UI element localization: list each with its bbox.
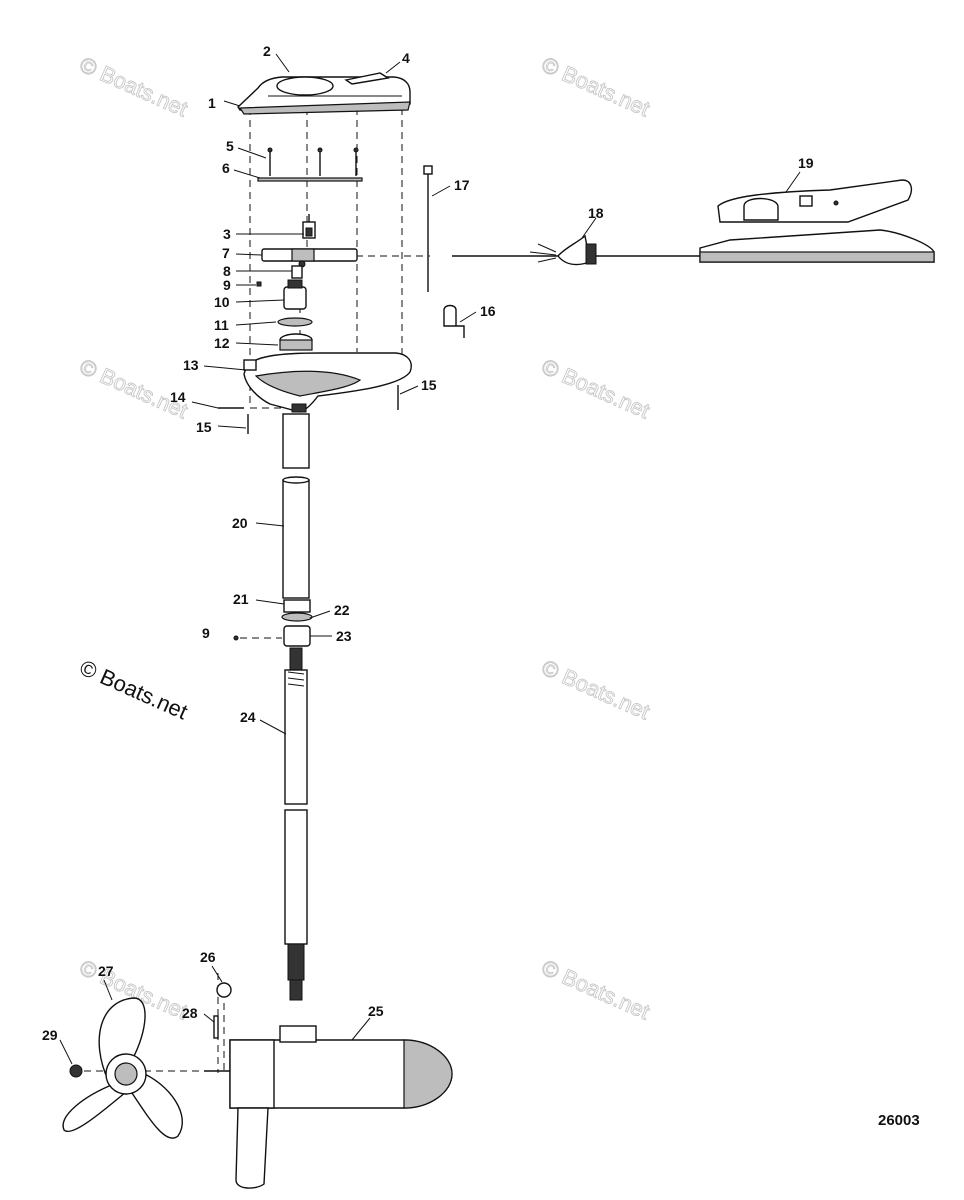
callout-21: 21 [233,591,249,607]
callout-3: 3 [223,226,231,242]
watermark-8: © Boats.net [538,955,653,1025]
callout-8: 8 [223,263,231,279]
callout-6: 6 [222,160,230,176]
assembly-guide-lines [84,108,430,1073]
prop-nut [69,1064,83,1078]
control-bracket [261,248,358,268]
callout-19: 19 [798,155,814,171]
callout-11: 11 [214,317,229,333]
watermark-1: © Boats.net [76,52,191,122]
callout-1: 1 [208,95,216,111]
watermark-2: © Boats.net [538,52,653,122]
steering-collar [283,279,307,310]
motor [204,1025,453,1189]
figure-number: 26003 [878,1112,920,1129]
lower-collar [283,625,311,647]
watermark-4: © Boats.net [538,354,653,424]
callout-10: 10 [214,294,230,310]
callout-15-left: 15 [196,419,212,435]
callout-13: 13 [183,357,199,373]
end-cap [443,304,465,338]
lower-shaft [284,647,308,1001]
cable-tie [423,165,433,292]
callout-28: 28 [182,1005,198,1021]
shaft-collar [283,599,311,613]
drive-pin [213,1015,219,1039]
callout-29: 29 [42,1027,58,1043]
upper-shaft [282,413,310,599]
callout-14: 14 [170,389,186,405]
callout-4: 4 [402,50,410,66]
callout-5: 5 [226,138,234,154]
callout-27: 27 [98,963,114,979]
callout-22: 22 [334,602,350,618]
callout-9-top: 9 [223,277,231,293]
switch [302,214,316,239]
watermark-6: © Boats.net [538,655,653,725]
bushing [291,265,303,279]
wave-washer [277,317,313,327]
thrust-washer [216,982,232,998]
watermark-5: © Boats.net [76,655,191,725]
callout-25: 25 [368,1003,384,1019]
callout-20: 20 [232,515,248,531]
callout-24: 24 [240,709,256,725]
head-housing [243,352,412,413]
watermarks: © Boats.net © Boats.net © Boats.net © Bo… [76,51,654,1025]
callout-9-lower: 9 [202,625,210,641]
bearing [279,333,313,351]
callout-17: 17 [454,177,470,193]
o-ring [281,612,313,622]
callout-leaders [59,53,801,1065]
set-screw-lower [233,635,239,641]
callout-23: 23 [336,628,352,644]
propeller [62,997,184,1139]
callout-12: 12 [214,335,230,351]
cable-assembly [452,234,700,266]
callout-18: 18 [588,205,604,221]
cover-screws [267,147,359,176]
set-screw-top [256,281,262,287]
callout-16: 16 [480,303,496,319]
gasket [257,177,363,182]
callout-7: 7 [222,245,230,261]
callout-26: 26 [200,949,216,965]
callout-15-right: 15 [421,377,437,393]
callout-numbers: 1 2 3 4 5 6 7 8 9 10 11 12 13 14 15 15 1… [42,43,814,1043]
foot-pedal [699,179,935,263]
callout-2: 2 [263,43,271,59]
top-cover [237,72,411,115]
